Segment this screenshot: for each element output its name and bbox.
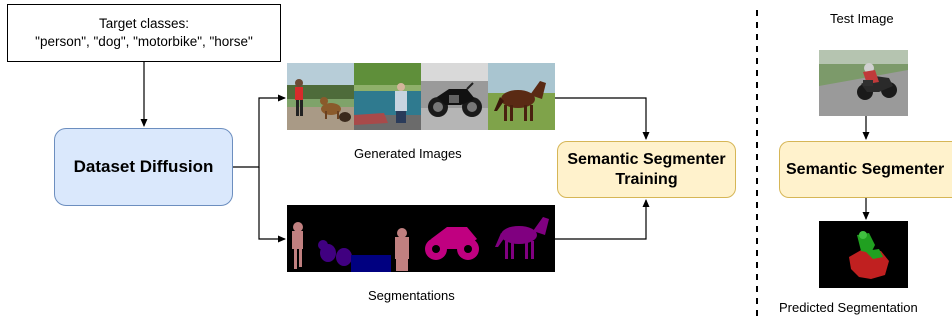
segmenter-training-node: Semantic Segmenter Training (557, 141, 736, 198)
semantic-segmenter-node: Semantic Segmenter (779, 141, 952, 198)
generated-images-caption: Generated Images (354, 146, 462, 161)
segmenter-training-line2: Training (615, 170, 678, 188)
arrow-diffusion-to-images (233, 94, 286, 168)
predicted-segmentation-image (819, 221, 908, 288)
target-classes-list: "person", "dog", "motorbike", "horse" (35, 34, 253, 49)
semantic-segmenter-label: Semantic Segmenter (786, 160, 945, 178)
mask-person-2 (395, 228, 409, 271)
test-image-title: Test Image (830, 11, 894, 26)
mask-dog-1 (318, 240, 352, 266)
generated-image-person-lake (354, 63, 421, 130)
segmentations-caption: Segmentations (368, 288, 455, 303)
generated-image-motorbike (421, 63, 488, 130)
generated-image-person-dog (287, 63, 354, 130)
predicted-segmentation-caption: Predicted Segmentation (779, 300, 918, 315)
test-image (819, 50, 908, 116)
generated-images-strip (287, 63, 555, 130)
mask-person-1 (292, 222, 303, 269)
mask-horse (495, 217, 549, 259)
segmentations-strip (287, 205, 555, 272)
segmentation-masks (292, 217, 549, 272)
target-classes-title: Target classes: (98, 16, 190, 31)
arrow-diffusion-to-segmentations (258, 167, 286, 243)
arrow-images-to-trainer (555, 97, 650, 140)
dataset-diffusion-label: Dataset Diffusion (73, 157, 214, 176)
target-classes-box: Target classes: "person", "dog", "motorb… (7, 4, 281, 62)
arrow-segmentations-to-trainer (555, 199, 650, 240)
mask-motorbike (425, 227, 479, 260)
generated-image-horse (488, 63, 555, 130)
segmenter-training-line1: Semantic Segmenter (567, 150, 726, 168)
dataset-diffusion-node: Dataset Diffusion (54, 128, 233, 206)
mask-boat (351, 255, 391, 272)
